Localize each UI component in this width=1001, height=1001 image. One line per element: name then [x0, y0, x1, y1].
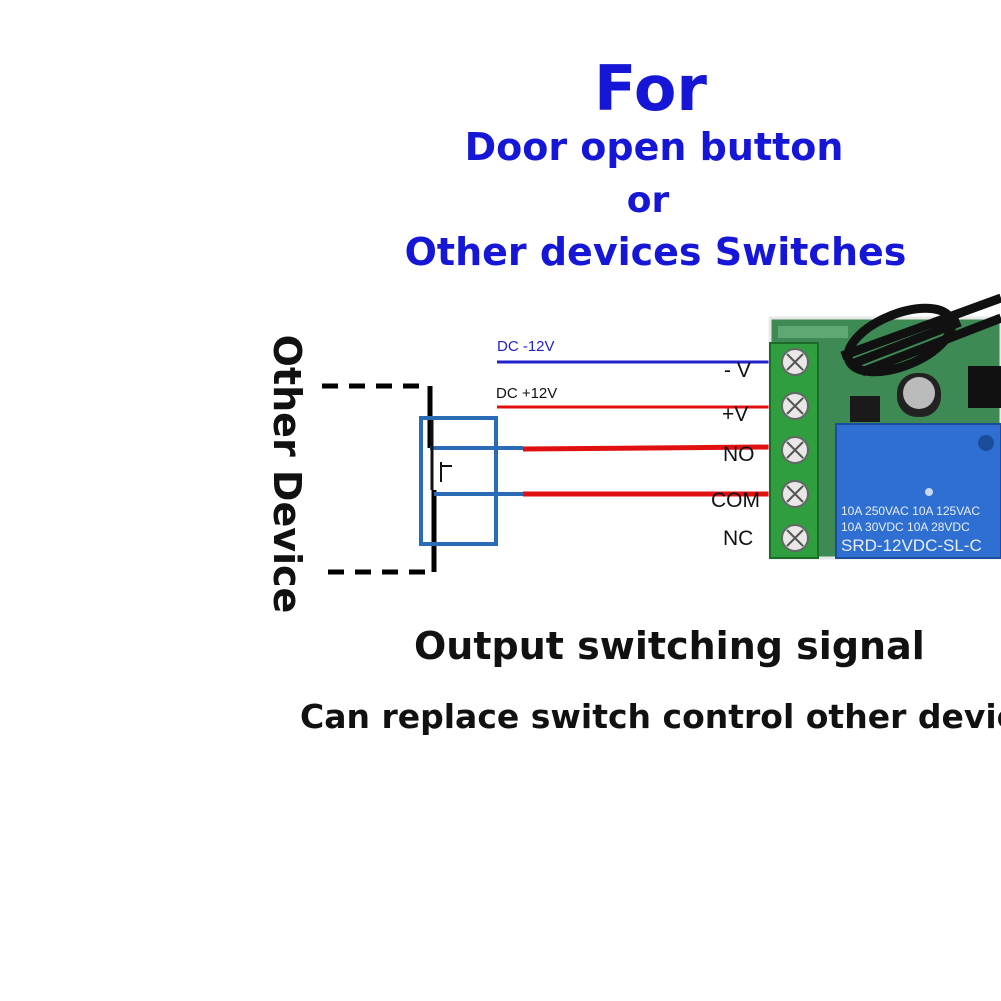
chip	[968, 366, 1001, 408]
title-or: or	[626, 180, 670, 221]
title-door-open-button: Door open button	[464, 125, 844, 169]
relay-rating-1: 10A 250VAC 10A 125VAC	[841, 504, 980, 518]
wire-no	[522, 444, 771, 452]
switch-box	[419, 416, 523, 546]
title-other-devices: Other devices Switches	[404, 230, 907, 274]
terminal-label-neg-v: - V	[724, 359, 751, 382]
replace-switch-caption: Can replace switch control other device	[300, 697, 1001, 736]
terminal-label-pos-v: +V	[722, 403, 748, 426]
relay-model: SRD-12VDC-SL-C	[841, 536, 982, 555]
terminal-label-com: COM	[711, 489, 760, 512]
terminal-label-nc: NC	[723, 527, 753, 550]
title-for: For	[593, 52, 707, 125]
relay-body	[835, 423, 1001, 559]
relay-rating-2: 10A 30VDC 10A 28VDC	[841, 520, 970, 534]
dc-positive-label: DC +12V	[496, 385, 557, 402]
output-switching-caption: Output switching signal	[414, 624, 925, 668]
relay-module: 10A 250VAC 10A 125VAC 10A 30VDC 10A 28VD…	[768, 293, 1001, 560]
antenna-coil	[840, 293, 1001, 377]
other-device-loop	[322, 383, 437, 575]
wires	[497, 360, 771, 497]
terminal-label-no: NO	[723, 443, 755, 466]
dc-negative-label: DC -12V	[497, 338, 555, 355]
